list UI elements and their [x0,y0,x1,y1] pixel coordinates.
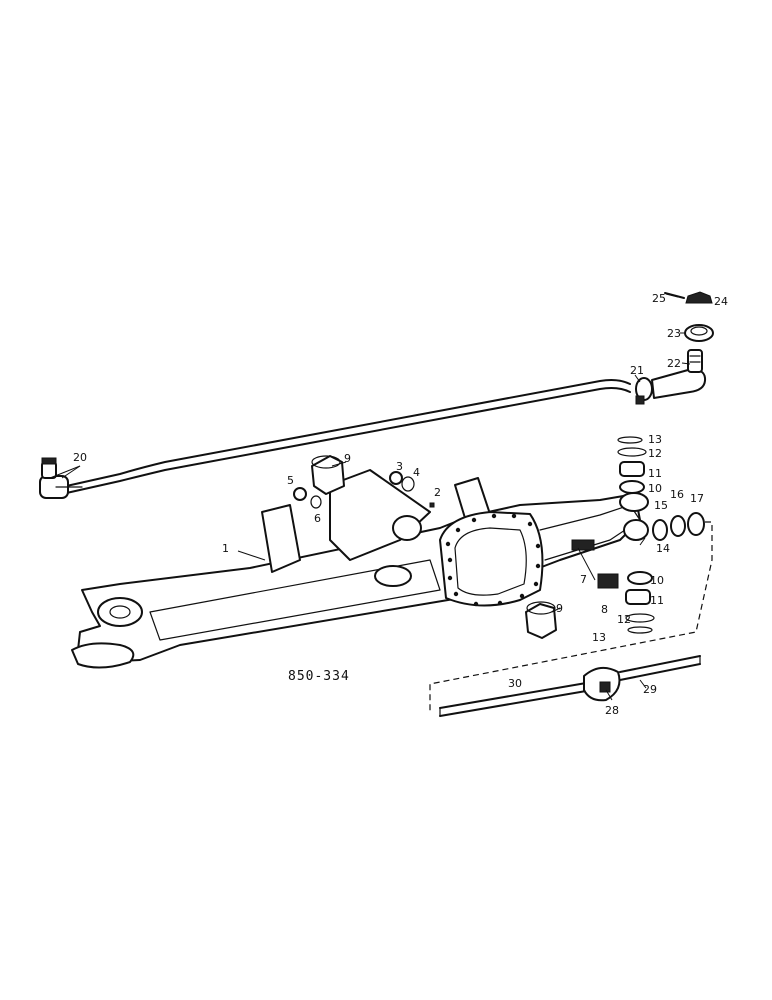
callout-p15: 15 [654,499,668,512]
callout-p23: 23 [667,327,681,340]
tie-rod-end-right [651,349,707,399]
callout-p28: 28 [605,704,619,717]
callout-p11a: 11 [648,467,662,480]
callout-p29: 29 [643,683,657,696]
callout-p12a: 12 [648,447,662,460]
callout-p8: 8 [601,603,608,616]
callout-p21: 21 [630,364,644,377]
callout-p9b: 9 [556,602,563,615]
callout-p12b: 12 [617,613,631,626]
tie-rod-clamp [635,377,653,405]
callout-p5: 5 [287,474,294,487]
callout-p13b: 13 [592,631,606,644]
tie-rod [39,379,631,499]
axle-shafts [439,655,701,717]
callout-p30: 30 [508,677,522,690]
callout-p22: 22 [667,357,681,370]
callout-p16: 16 [670,488,684,501]
callout-p20: 20 [73,451,87,464]
figure-number: 850-334 [288,669,350,684]
callout-p13a: 13 [648,433,662,446]
callout-p7: 7 [580,573,587,586]
callout-p11b: 11 [650,594,664,607]
callout-p2: 2 [434,486,441,499]
callout-p6: 6 [314,512,321,525]
callout-p10a: 10 [648,482,662,495]
callout-p17: 17 [690,492,704,505]
callout-p14: 14 [656,542,670,555]
upper-bearing-stack [617,436,647,494]
leader-lines [49,293,691,701]
bushing-upper [311,455,345,495]
seal-rings-right [652,512,705,541]
bushing-lower [525,601,557,639]
lower-bearing-stack [597,571,655,634]
callout-p1: 1 [222,542,229,555]
assembly-guide-line [429,521,713,712]
callout-p10b: 10 [650,574,664,587]
axle-beam [71,469,649,669]
callout-p9a: 9 [344,452,351,465]
small-rings [293,471,435,509]
callout-p24: 24 [714,295,728,308]
callout-p25: 25 [652,292,666,305]
callout-p4: 4 [413,466,420,479]
callout-p3: 3 [396,460,403,473]
